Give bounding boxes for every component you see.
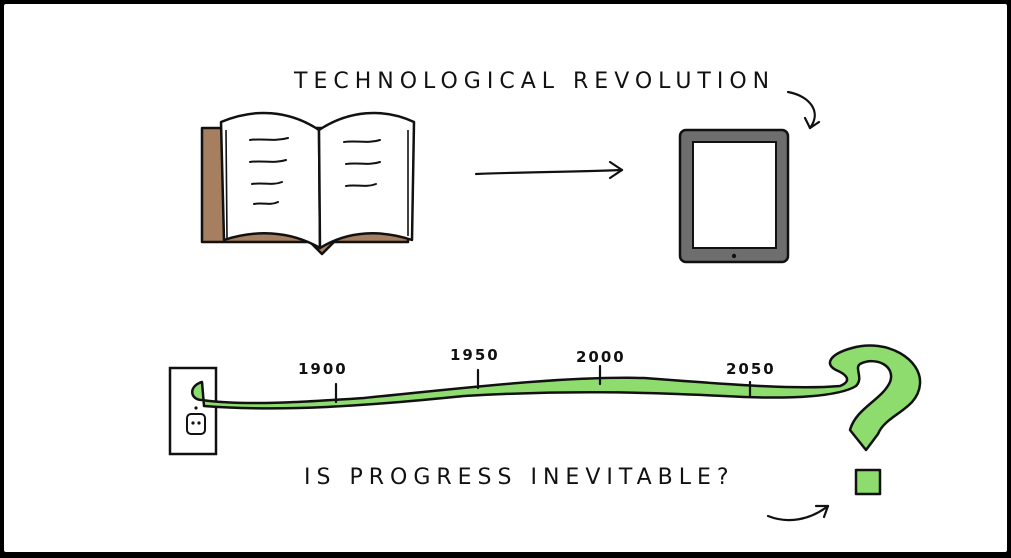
- timeline-ticks: [334, 364, 752, 404]
- year-label-1900: 1900: [298, 360, 348, 378]
- drawing-canvas: TECHNOLOGICAL REVOLUTION: [168, 69, 922, 522]
- arrow-icon: [474, 160, 624, 180]
- tablet-icon: [678, 128, 790, 264]
- year-label-2000: 2000: [576, 348, 626, 366]
- illustration-panel: TECHNOLOGICAL REVOLUTION: [4, 4, 1007, 552]
- timeline-cord: [191, 344, 922, 496]
- curved-arrow-icon-bottom: [766, 504, 830, 522]
- year-label-1950: 1950: [450, 346, 500, 364]
- open-book-icon: [200, 111, 416, 256]
- wall-outlet-icon: [168, 366, 218, 456]
- year-label-2050: 2050: [726, 360, 776, 378]
- caption-is-progress-inevitable: IS PROGRESS INEVITABLE?: [304, 465, 735, 490]
- curved-arrow-icon: [786, 90, 821, 130]
- caption-technological-revolution: TECHNOLOGICAL REVOLUTION: [293, 69, 775, 94]
